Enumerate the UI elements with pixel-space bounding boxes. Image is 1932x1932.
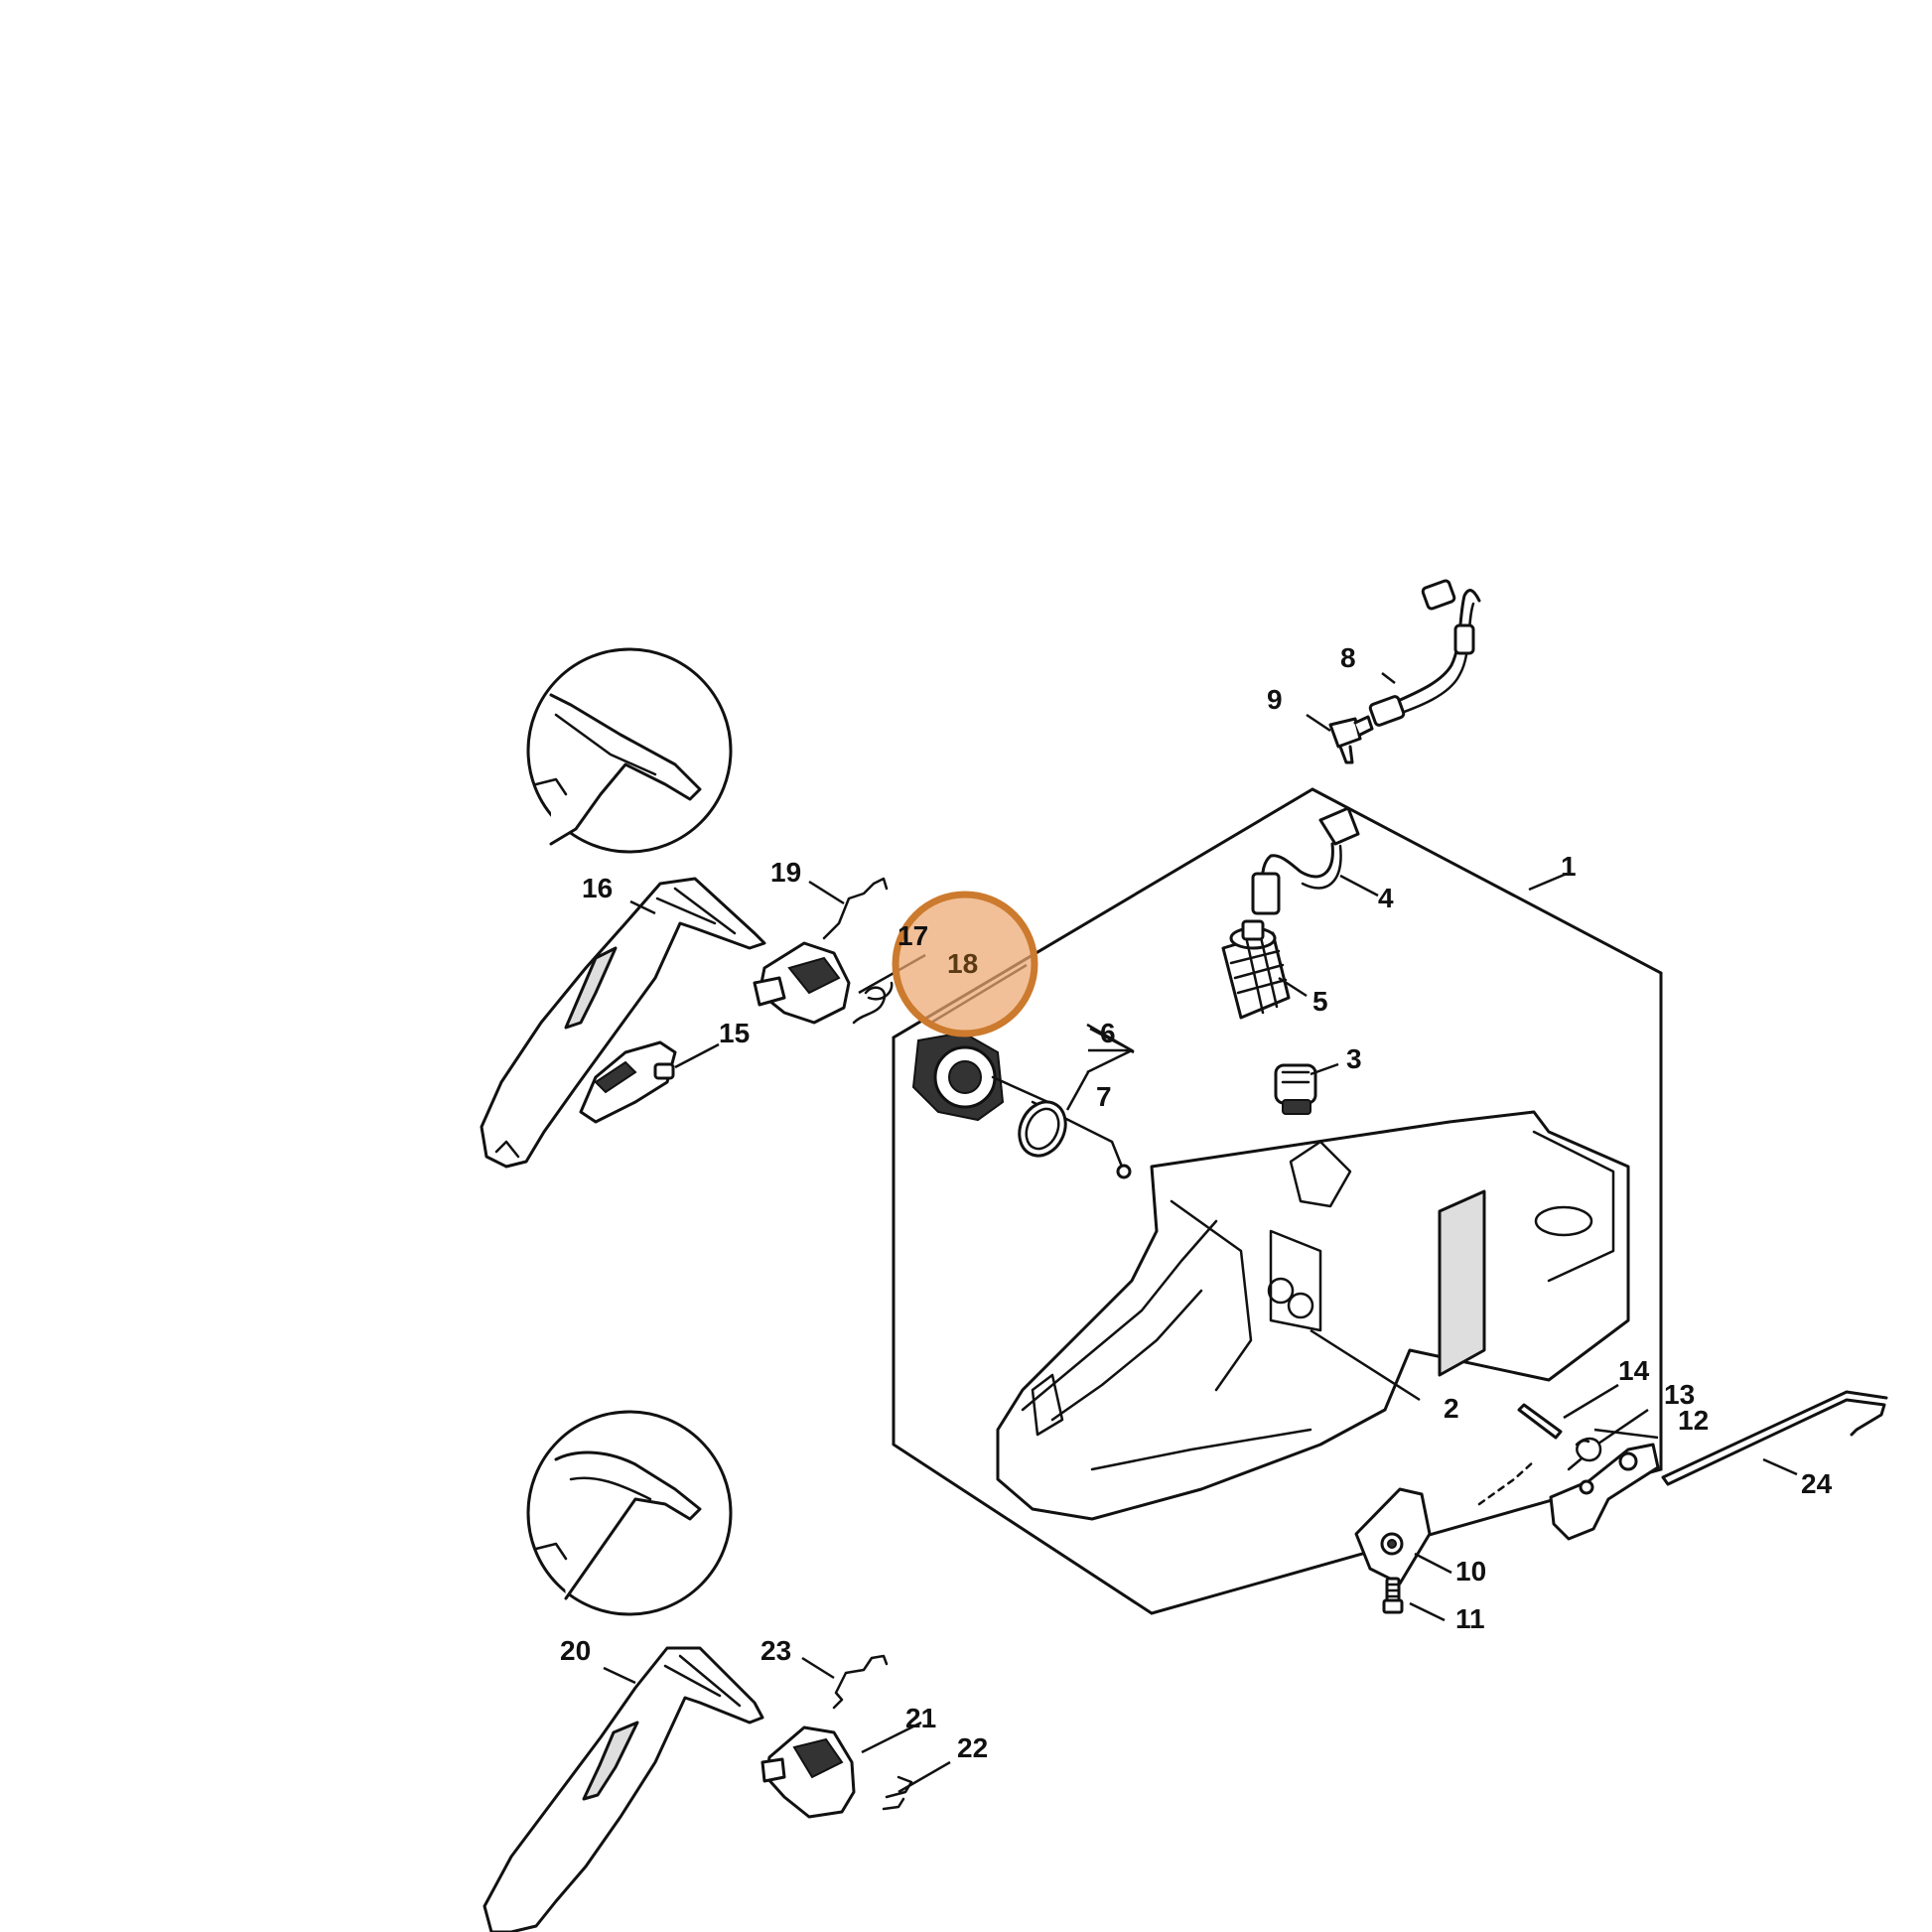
callout-3: 3 (1346, 1043, 1362, 1074)
detail-inset-upper (526, 647, 733, 854)
detail-inset-lower (526, 1410, 733, 1616)
callout-1: 1 (1561, 851, 1577, 882)
callout-20: 20 (560, 1635, 591, 1666)
tank-housing[interactable] (996, 1110, 1630, 1521)
oil-pump-assembly[interactable] (911, 1031, 1132, 1179)
leader-lines (603, 672, 1798, 1794)
torsion-spring[interactable] (1567, 1437, 1602, 1471)
throttle-trigger[interactable] (1549, 1443, 1660, 1541)
callout-17: 17 (897, 920, 928, 951)
callout-10: 10 (1455, 1556, 1486, 1587)
callout-5: 5 (1312, 986, 1328, 1017)
tank-vent[interactable] (1274, 1063, 1317, 1115)
fuel-hose[interactable] (1251, 806, 1360, 915)
elbow-fitting[interactable] (1328, 715, 1374, 764)
rear-handle-upper[interactable] (480, 877, 766, 1169)
handle-cover[interactable] (579, 1040, 677, 1124)
callout-6: 6 (1100, 1018, 1116, 1048)
throttle-lock-lower[interactable] (760, 1725, 856, 1819)
throttle-lock[interactable] (753, 941, 851, 1025)
callout-23: 23 (760, 1635, 791, 1666)
throttle-rod[interactable] (1661, 1390, 1888, 1486)
callout-21: 21 (905, 1703, 936, 1733)
spring-wire-lower[interactable] (832, 1654, 889, 1710)
callout-7: 7 (1096, 1081, 1112, 1112)
callout-14: 14 (1618, 1355, 1650, 1386)
callout-18: 18 (947, 948, 978, 979)
highlight-marker (892, 891, 1038, 1037)
callouts: 1 2 3 4 5 6 7 8 9 10 11 12 13 14 15 16 1… (560, 642, 1833, 1763)
fuel-line[interactable] (1368, 579, 1481, 727)
o-ring[interactable] (1011, 1094, 1074, 1163)
pin[interactable] (1517, 1403, 1563, 1440)
callout-16: 16 (582, 873, 613, 903)
assembly-frame (892, 787, 1663, 1615)
callout-4: 4 (1378, 883, 1394, 913)
screw[interactable] (1382, 1577, 1404, 1614)
callout-11: 11 (1455, 1603, 1485, 1634)
callout-2: 2 (1444, 1393, 1459, 1424)
callout-15: 15 (719, 1018, 750, 1048)
callout-19: 19 (770, 857, 801, 888)
o-ring-inner (1025, 1107, 1060, 1151)
interlock-spring[interactable] (852, 981, 894, 1025)
callout-22: 22 (957, 1732, 988, 1763)
callout-9: 9 (1267, 684, 1283, 715)
spring-wire-upper[interactable] (822, 877, 889, 940)
callout-12: 12 (1678, 1405, 1709, 1436)
rear-handle-lower[interactable] (483, 1646, 764, 1932)
anti-vibration-plate[interactable] (1354, 1487, 1432, 1586)
callout-8: 8 (1340, 642, 1356, 673)
callout-13: 13 (1664, 1379, 1695, 1410)
spring-lower[interactable] (882, 1775, 913, 1811)
callout-24: 24 (1801, 1468, 1833, 1499)
fuel-filter[interactable] (1221, 919, 1291, 1020)
assembly-guide-line (1477, 1459, 1536, 1506)
